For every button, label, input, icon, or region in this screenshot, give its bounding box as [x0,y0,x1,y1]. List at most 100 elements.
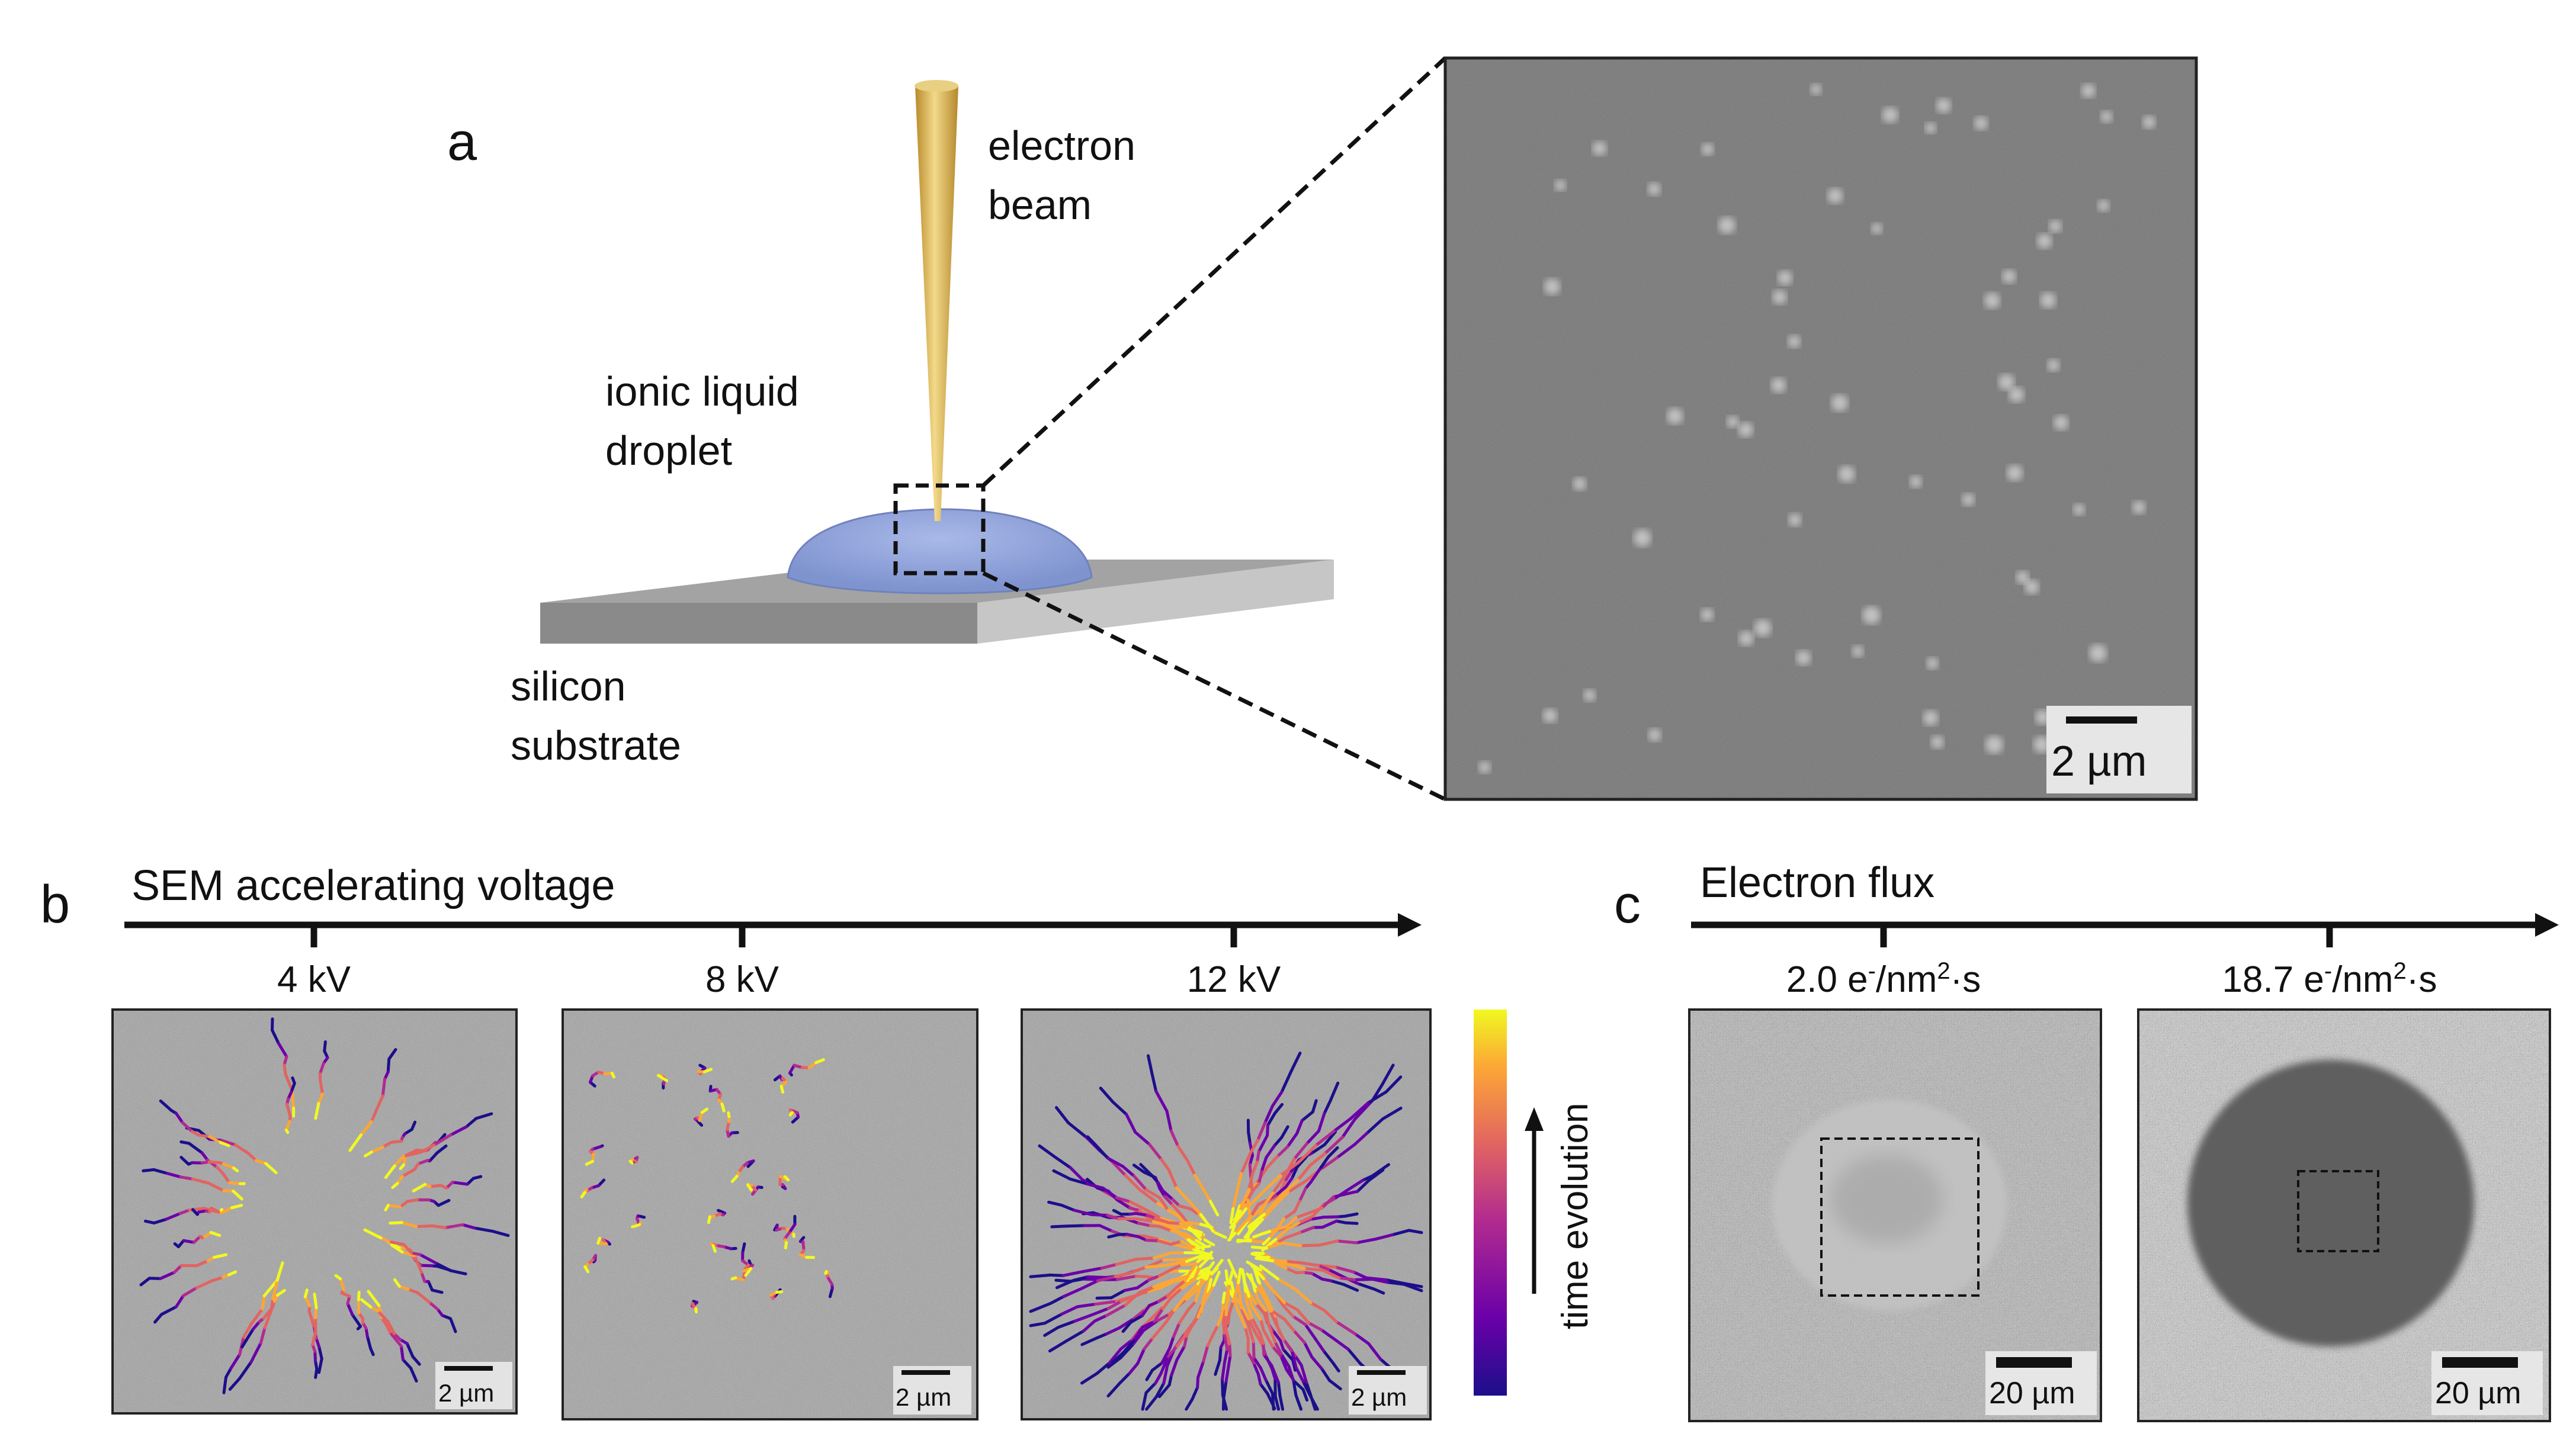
trajectory-segment [1233,1209,1242,1222]
trajectory-segment [1164,1309,1176,1325]
trajectory-segment [197,1133,211,1139]
trajectory-segment [285,1103,292,1118]
trajectory-segment [1259,1367,1268,1381]
trajectory-segment [1176,1145,1189,1162]
trajectory-segment [1054,1156,1072,1169]
trajectory-segment [1203,1238,1215,1246]
trajectory-segment [1193,1174,1205,1190]
trajectory-segment [1186,1159,1196,1177]
trajectory-segment [313,1293,318,1310]
trajectory-segment [1047,1200,1063,1207]
trajectory-segment [1146,1208,1163,1220]
trajectory-segment [1101,1187,1118,1200]
trajectory-segment [238,1360,253,1380]
trajectory-segment [1160,1346,1172,1365]
trajectory-segment [1255,1150,1260,1164]
trajectory-segment [1280,1069,1293,1094]
trajectory-segment [1265,1144,1276,1159]
particle-dot [1839,465,1855,483]
trajectory-segment [220,1206,233,1214]
trajectory-segment [1266,1111,1276,1127]
trajectory-segment [284,1128,290,1134]
trajectory-segment [230,1204,243,1210]
trajectory-segment [432,1133,453,1147]
trajectory-segment [1335,1219,1347,1224]
trajectory-segment [1140,1304,1151,1317]
trajectory-segment [1283,1317,1295,1332]
panel-c-arrowhead [2535,913,2559,937]
trajectory-segment [393,1155,405,1168]
trajectory-segment [1114,1271,1132,1278]
trajectory-segment [783,1175,790,1182]
trajectory-segment [367,1290,381,1307]
trajectory-segment [1293,1199,1301,1213]
trajectory-segment [1202,1284,1215,1304]
trajectory-segment [788,1223,797,1234]
trajectory-segment [1284,1262,1306,1270]
trajectory-segment [1260,1156,1268,1173]
trajectory-segment [1224,1370,1230,1383]
trajectory-segment [1221,1396,1225,1411]
trajectory-segment [1153,1307,1164,1323]
trajectory-segment [1167,1374,1173,1387]
trajectory-segment [1365,1117,1384,1135]
trajectory-segment [1134,1211,1149,1217]
trajectory-segment [219,1140,230,1148]
trajectory-segment [1094,1143,1109,1160]
trajectory-segment [1147,1300,1160,1307]
trajectory-segment [1279,1178,1300,1197]
trajectory-segment [370,1145,385,1154]
trajectory-segment [174,1294,185,1309]
trajectory-segment [245,1328,255,1342]
trajectory-segment [1299,1243,1321,1248]
trajectory-segment [1321,1219,1339,1229]
trajectory-segment [1198,1254,1212,1268]
trajectory-segment [1125,1232,1141,1239]
trajectory-segment [1356,1179,1370,1193]
trajectory-segment [1284,1259,1304,1265]
trajectory-segment [1156,1313,1171,1322]
trajectory-segment [263,1308,273,1329]
particle-dot [1910,475,1922,488]
trajectory-segment [1279,1339,1285,1351]
trajectory-segment [232,1166,239,1172]
trajectory-segment [159,1099,173,1112]
trajectory-segment [449,1269,467,1275]
trajectory-segment [1192,1265,1202,1282]
trajectory-segment [1327,1268,1345,1279]
trajectory-segment [1216,1310,1224,1327]
trajectory-segment [1250,1316,1262,1335]
trajectories-4kv [139,1017,510,1394]
trajectory-segment [1231,1188,1239,1210]
trajectory-segment [1144,1381,1157,1394]
trajectory-segment [1236,1172,1243,1192]
panel-c-label-low-flux: 2.0 e-/nm2·s [1786,958,1981,1000]
trajectory-segment [628,1159,634,1165]
trajectory-segment [1211,1323,1220,1338]
trajectory-segment [1286,1179,1307,1194]
panel-c: c Electron flux 2.0 e-/nm2·s 18.7 e-/nm2… [1614,859,2559,1422]
trajectory-segment [1218,1345,1223,1362]
particle-dot [1573,477,1586,491]
trajectory-segment [1287,1365,1295,1382]
trajectory-segment [249,1307,264,1326]
trajectory-segment [376,1309,389,1323]
trajectory-segment [1111,1351,1125,1364]
trajectory-segment [1227,1232,1237,1242]
trajectory-segment [1309,1168,1321,1184]
scale-bar-b1: 2 µm [435,1362,512,1409]
particle-dot [2073,503,2085,516]
trajectory-segment [1060,1203,1076,1212]
trajectory-segment [1243,1282,1251,1298]
trajectory-segment [1281,1303,1295,1318]
trajectory-segment [220,1139,237,1147]
trajectory-segment [1307,1321,1323,1332]
trajectory-segment [1175,1329,1190,1348]
trajectory-segment [1372,1287,1385,1295]
trajectory-segment [1080,1279,1099,1290]
trajectory-segment [142,1168,156,1172]
trajectory-segment [1145,1395,1158,1411]
particle-dot [1634,529,1651,547]
trajectory-segment [1163,1195,1174,1207]
trajectory-segment [656,1073,669,1082]
